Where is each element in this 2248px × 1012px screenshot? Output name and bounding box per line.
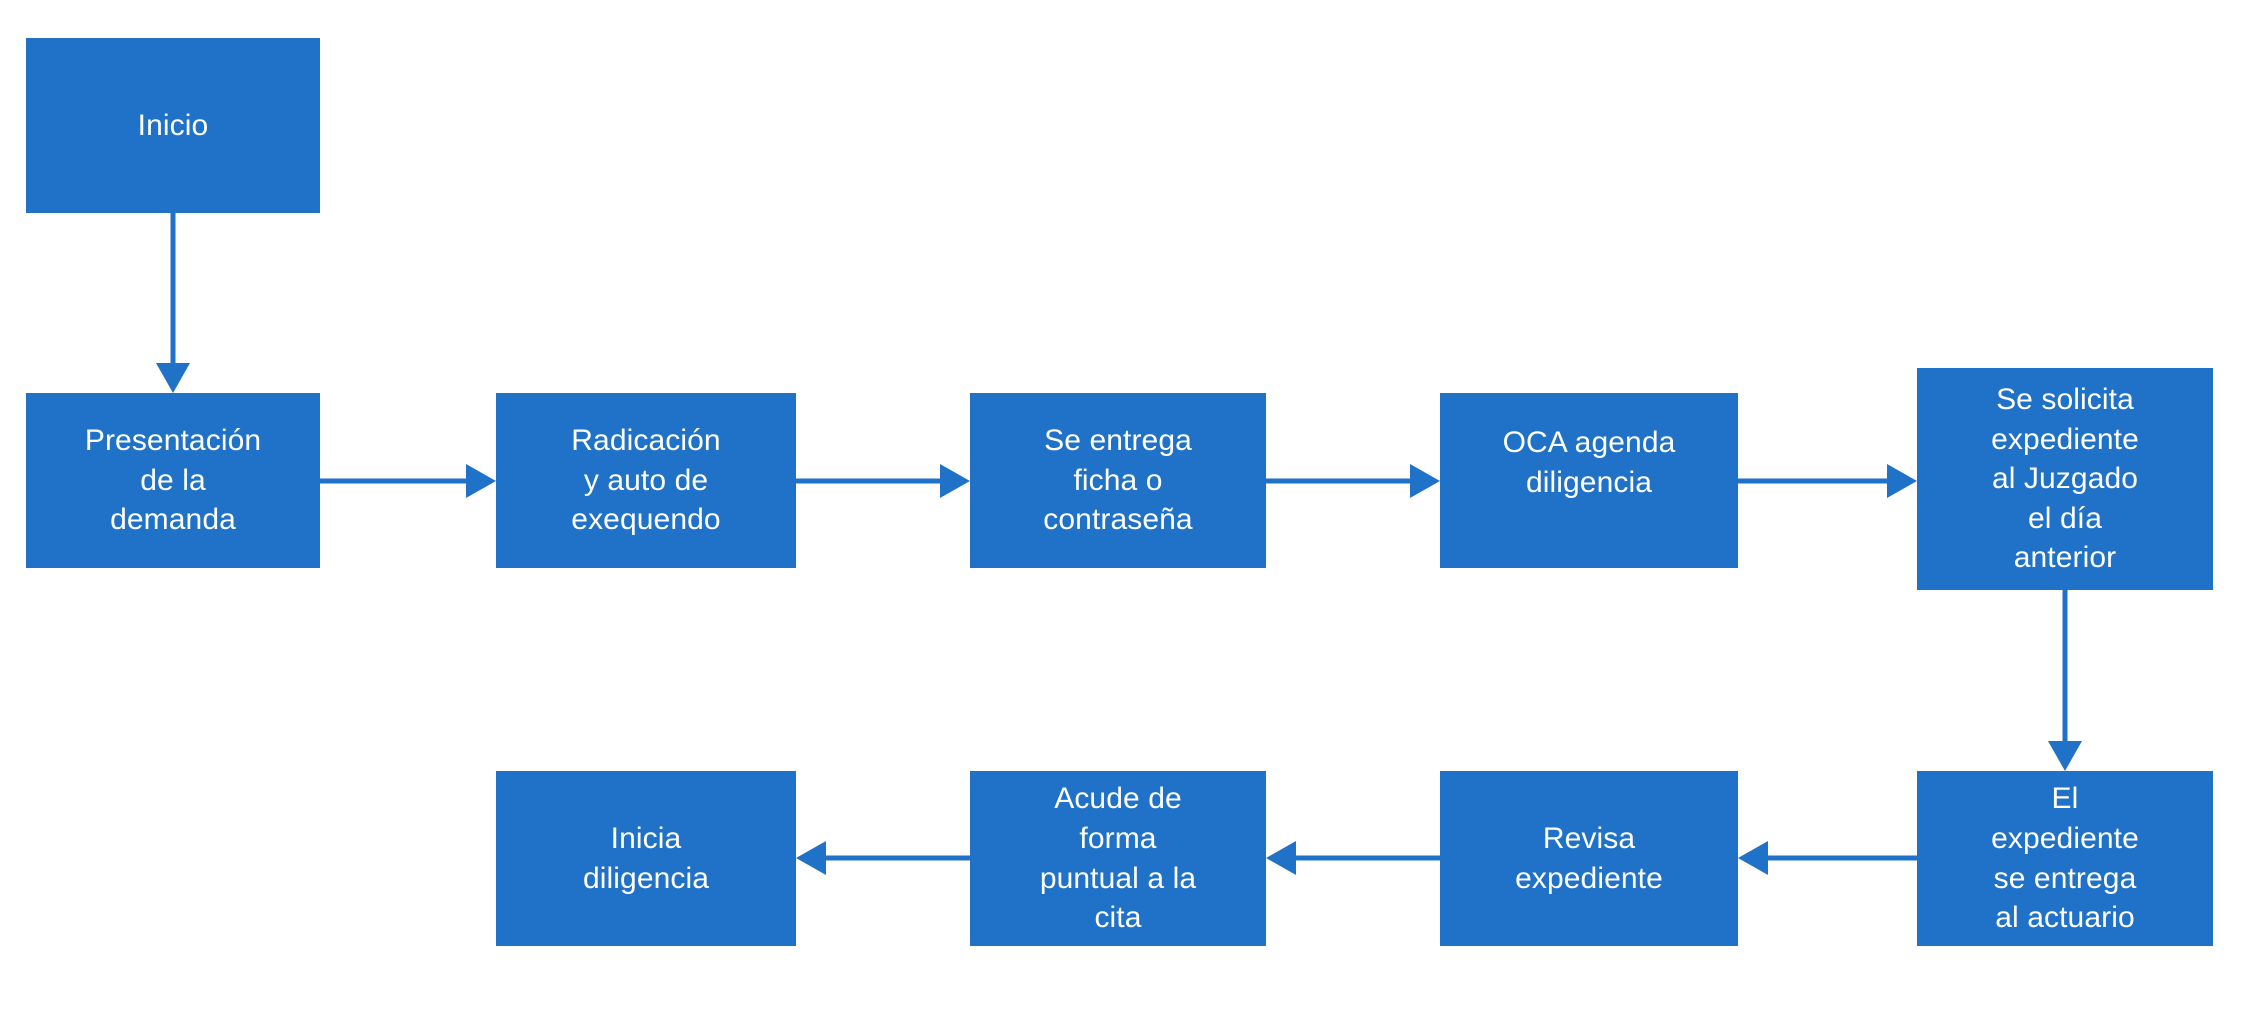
flow-node-radicacion-auto-exequendo[interactable]: Radicación y auto de exequendo — [496, 393, 796, 568]
flow-node-label: Radicación y auto de exequendo — [571, 424, 721, 537]
flow-node-label: Inicio — [137, 108, 209, 142]
flow-connector-presentacion-to-radicacion — [320, 464, 496, 498]
flow-connector-actuario-to-revisa — [1738, 841, 1917, 875]
flow-node-label: El expediente se entrega al actuario — [1991, 782, 2139, 935]
flow-node-label: Inicia diligencia — [582, 821, 710, 895]
connector-arrowhead — [1738, 841, 1768, 875]
flow-node-revisa-expediente[interactable]: Revisa expediente — [1440, 771, 1738, 946]
flow-connector-solicita-to-actuario — [2048, 590, 2082, 771]
flow-node-label: Se solicita expediente al Juzgado el día… — [1991, 383, 2139, 575]
flow-connector-acude-to-inicia — [796, 841, 970, 875]
flow-connector-entrega-to-oca — [1266, 464, 1440, 498]
connector-arrowhead — [2048, 741, 2082, 771]
flow-node-label: Se entrega ficha o contraseña — [1043, 424, 1193, 537]
flow-connector-revisa-to-acude — [1266, 841, 1440, 875]
flow-node-inicio[interactable]: Inicio — [26, 38, 320, 213]
flow-node-entrega-ficha-contrasena[interactable]: Se entrega ficha o contraseña — [970, 393, 1266, 568]
flow-node-presentacion-demanda[interactable]: Presentación de la demanda — [26, 393, 320, 568]
connector-arrowhead — [156, 363, 190, 393]
flow-node-oca-agenda-diligencia[interactable]: OCA agenda diligencia — [1440, 393, 1738, 568]
connector-arrowhead — [796, 841, 826, 875]
connector-arrowhead — [1887, 464, 1917, 498]
flow-node-label: Acude de forma puntual a la cita — [1039, 782, 1197, 935]
flow-connector-inicio-to-presentacion — [156, 213, 190, 393]
connector-arrowhead — [940, 464, 970, 498]
connector-arrowhead — [1266, 841, 1296, 875]
flow-node-expediente-entrega-actuario[interactable]: El expediente se entrega al actuario — [1917, 771, 2213, 946]
connector-arrowhead — [466, 464, 496, 498]
flow-node-label: Presentación de la demanda — [84, 424, 262, 537]
flow-node-acude-forma-puntual[interactable]: Acude de forma puntual a la cita — [970, 771, 1266, 946]
flow-node-label: OCA agenda diligencia — [1502, 425, 1676, 499]
flow-node-label: Revisa expediente — [1515, 821, 1663, 895]
connector-arrowhead — [1410, 464, 1440, 498]
flow-node-inicia-diligencia[interactable]: Inicia diligencia — [496, 771, 796, 946]
flow-node-solicita-expediente-juzgado[interactable]: Se solicita expediente al Juzgado el día… — [1917, 368, 2213, 590]
flow-connector-oca-to-solicita — [1738, 464, 1917, 498]
flow-connector-radicacion-to-entrega — [796, 464, 970, 498]
